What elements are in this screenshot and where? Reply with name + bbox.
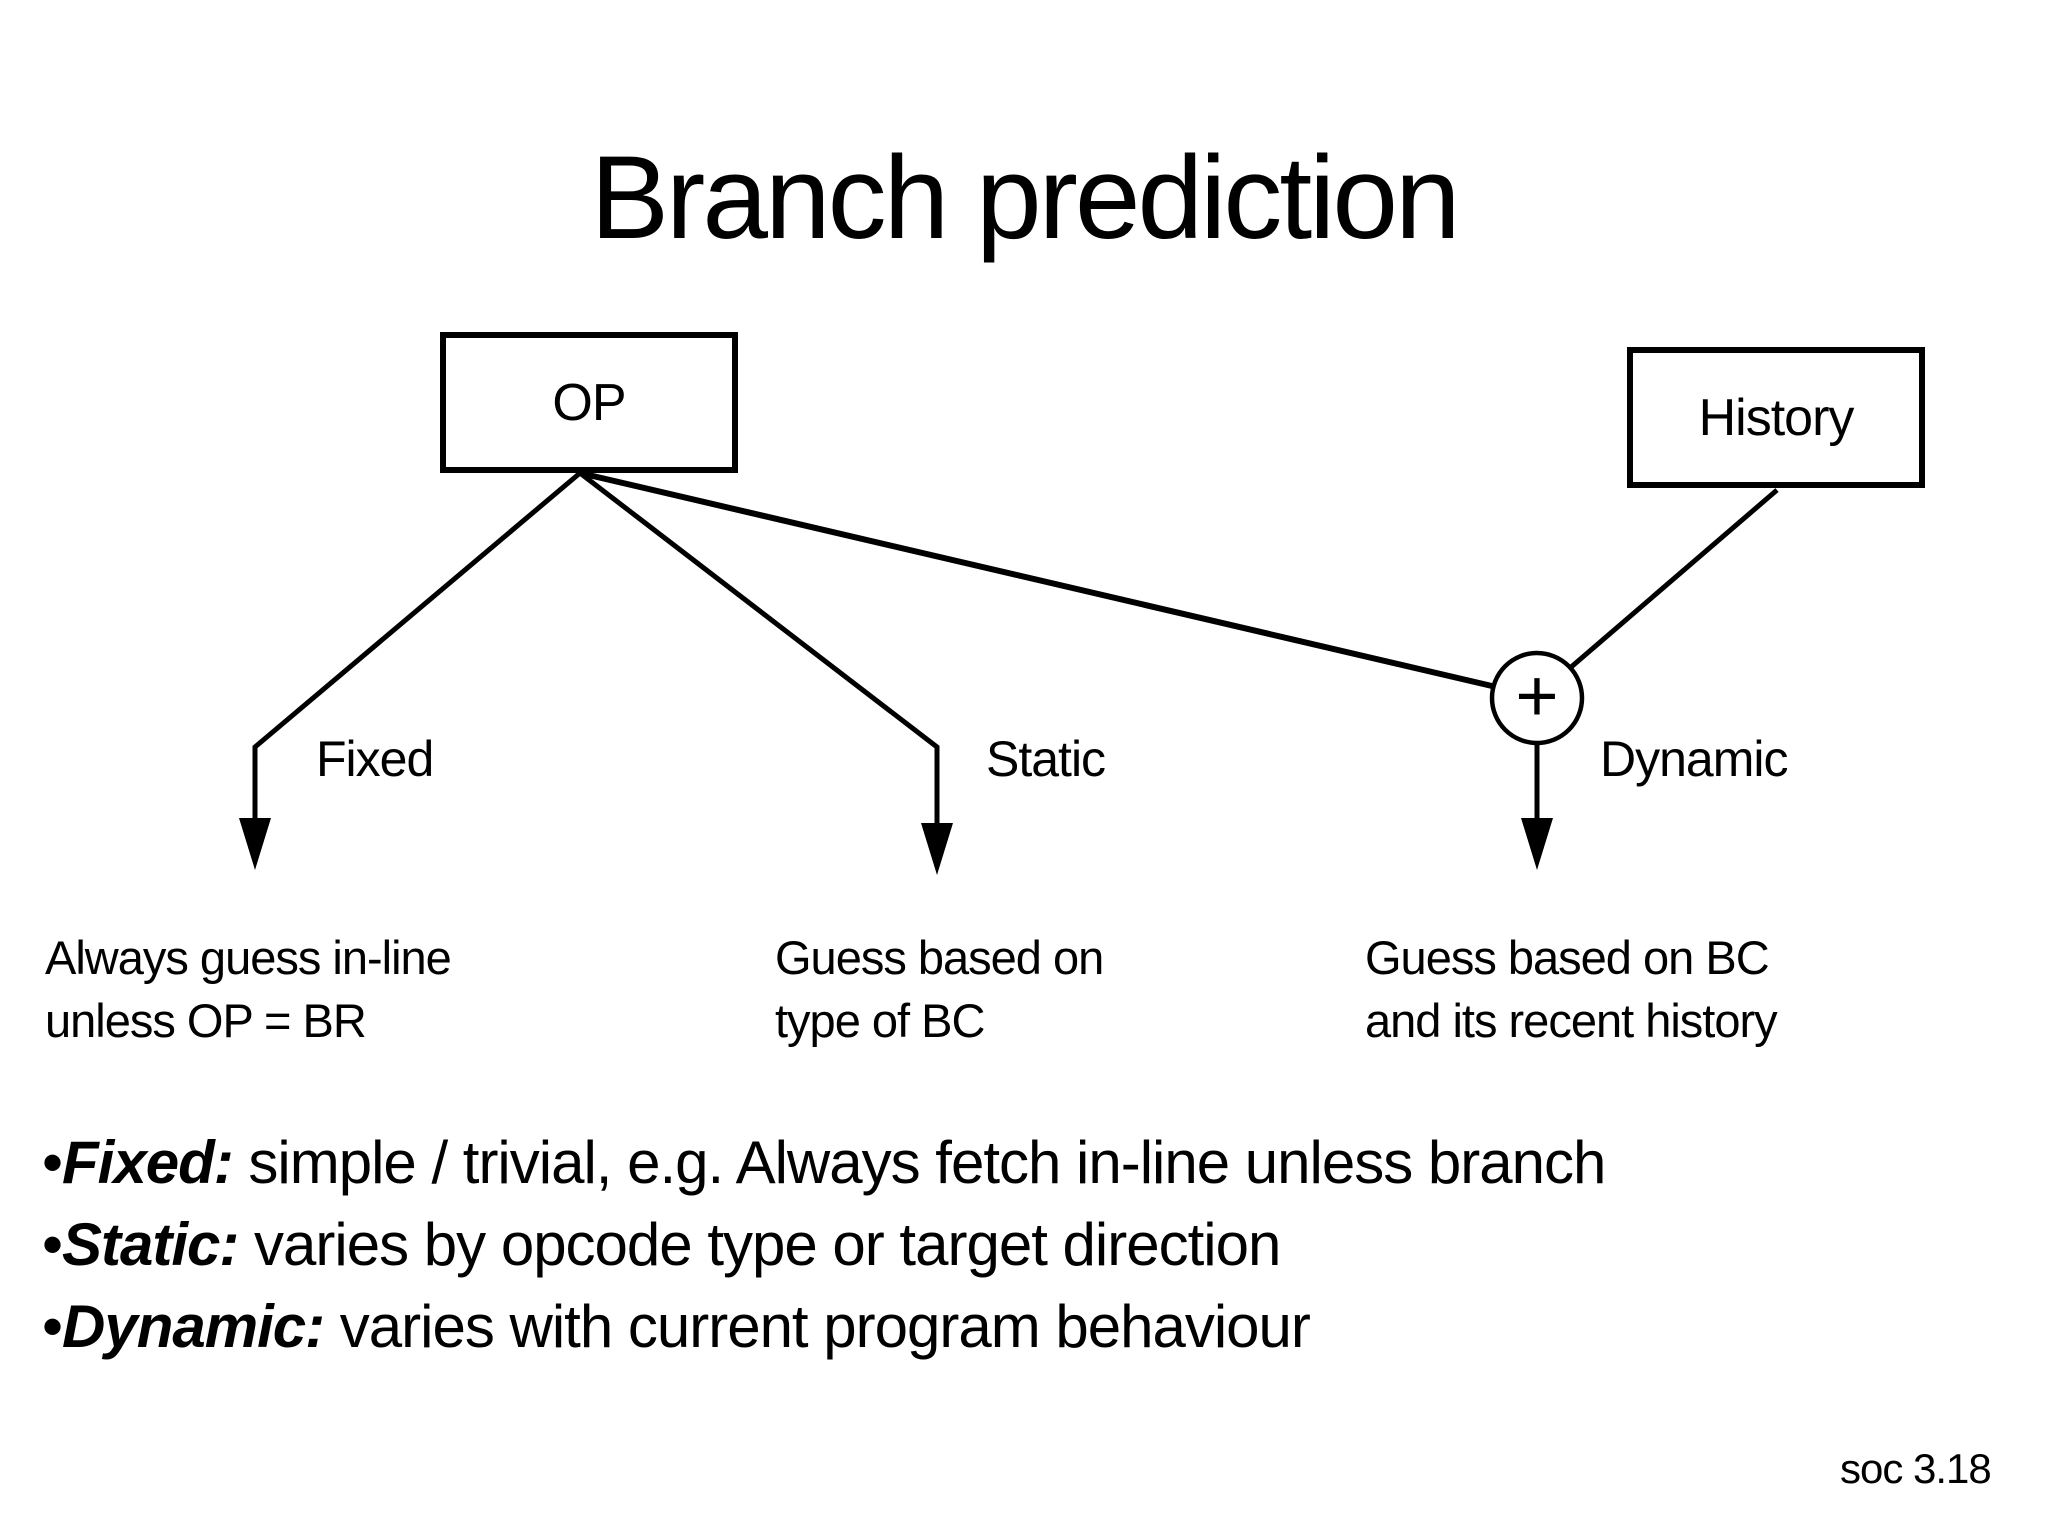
- slide-number: soc 3.18: [1840, 1445, 1992, 1492]
- fixed-description: Always guess in-line unless OP = BR: [45, 931, 452, 1048]
- slide-title: Branch prediction: [590, 132, 1460, 265]
- bullet-marker: •: [42, 1293, 63, 1360]
- bullet-text: simple / trivial, e.g. Always fetch in-l…: [232, 1129, 1606, 1196]
- op-to-static-line: [578, 471, 940, 829]
- bullet-term: Fixed:: [62, 1129, 234, 1196]
- bullet-text: varies with current program behaviour: [324, 1293, 1311, 1360]
- history-node-label: History: [1698, 388, 1855, 447]
- branch-label-dynamic: Dynamic: [1600, 731, 1788, 787]
- bullet-text: varies by opcode type or target directio…: [238, 1211, 1281, 1278]
- bullet-term: Static:: [62, 1211, 239, 1278]
- dynamic-description: Guess based on BC and its recent history: [1365, 931, 1778, 1048]
- dynamic-arrowhead-icon: [1521, 818, 1553, 870]
- bullet-item-dynamic: •Dynamic: varies with current program be…: [42, 1286, 2022, 1368]
- op-node-label: OP: [552, 373, 626, 432]
- bullet-item-static: •Static: varies by opcode type or target…: [42, 1204, 2022, 1286]
- bullet-marker: •: [42, 1129, 63, 1196]
- fixed-arrowhead-icon: [239, 818, 271, 870]
- op-node: OP: [440, 332, 738, 473]
- bullet-marker: •: [42, 1211, 63, 1278]
- static-description: Guess based on type of BC: [775, 931, 1104, 1048]
- combiner-plus-icon: +: [1515, 654, 1559, 737]
- op-to-combiner-line: [579, 470, 1493, 689]
- history-node: History: [1627, 347, 1925, 488]
- branch-label-fixed: Fixed: [316, 731, 434, 787]
- combiner-circle: [1489, 650, 1585, 746]
- bullet-item-fixed: •Fixed: simple / trivial, e.g. Always fe…: [42, 1122, 2022, 1204]
- bullet-list: •Fixed: simple / trivial, e.g. Always fe…: [42, 1122, 2022, 1368]
- bullet-term: Dynamic:: [62, 1293, 325, 1360]
- static-arrowhead-icon: [921, 823, 953, 875]
- history-to-combiner-line: [1568, 488, 1779, 670]
- op-to-fixed-line: [252, 471, 582, 824]
- branch-label-static: Static: [986, 731, 1106, 787]
